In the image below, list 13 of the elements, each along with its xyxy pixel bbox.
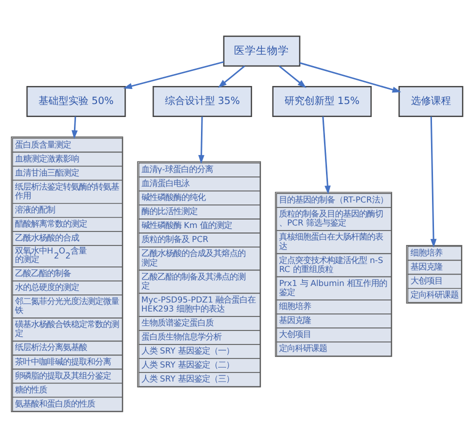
arrow: [430, 116, 437, 248]
arrow: [123, 60, 224, 89]
arrow: [278, 64, 306, 88]
node-box: 研究创新型 15%: [272, 86, 372, 116]
node-box: 选修课程: [398, 86, 464, 116]
arrow: [322, 116, 331, 194]
node-box: 综合设计型 35%: [152, 86, 252, 116]
node-box: 医学生物学: [223, 35, 300, 66]
arrow: [72, 116, 78, 139]
arrow: [218, 64, 246, 88]
arrow: [300, 62, 402, 92]
arrow: [198, 116, 204, 164]
node-box: 基础型实验 50%: [26, 86, 126, 116]
